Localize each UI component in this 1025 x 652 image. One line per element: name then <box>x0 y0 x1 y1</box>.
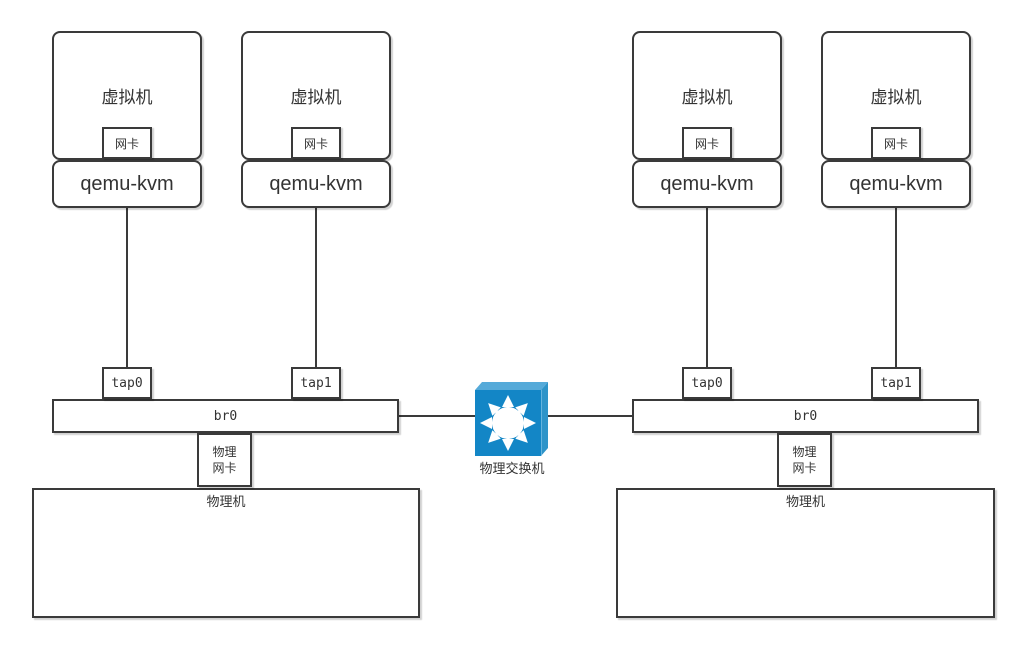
bridge-node: br0 <box>632 399 979 433</box>
hypervisor-node: qemu-kvm <box>821 160 971 208</box>
tap-label: tap0 <box>691 375 723 391</box>
vnic-node: 网卡 <box>291 127 341 159</box>
hypervisor-node: qemu-kvm <box>241 160 391 208</box>
bridge-node: br0 <box>52 399 399 433</box>
vnic-node: 网卡 <box>871 127 921 159</box>
physical-nic-label-line1: 物理 <box>792 445 817 459</box>
tap-label: tap1 <box>300 375 332 391</box>
physical-nic-label-line2: 网卡 <box>212 461 237 475</box>
tap-label: tap0 <box>111 375 143 391</box>
connector-line <box>895 208 897 367</box>
tap-node: tap1 <box>291 367 341 399</box>
bridge-label: br0 <box>213 408 238 424</box>
physical-nic-label-line1: 物理 <box>212 445 237 459</box>
hypervisor-node: qemu-kvm <box>632 160 782 208</box>
tap-node: tap0 <box>102 367 152 399</box>
physical-nic-label-line2: 网卡 <box>792 461 817 475</box>
connector-line <box>126 208 128 367</box>
vm-label: 虚拟机 <box>101 88 153 107</box>
physical-nic-node: 物理 网卡 <box>197 433 252 487</box>
physical-host-label: 物理机 <box>206 494 246 509</box>
connector-line <box>315 208 317 367</box>
hypervisor-node: qemu-kvm <box>52 160 202 208</box>
bridge-to-switch-link <box>399 415 475 417</box>
physical-host-node: 物理机 <box>616 488 995 618</box>
vnic-label: 网卡 <box>303 136 328 151</box>
connector-line <box>706 208 708 367</box>
vnic-label: 网卡 <box>694 136 719 151</box>
vnic-node: 网卡 <box>682 127 732 159</box>
tap-node: tap1 <box>871 367 921 399</box>
switch-to-bridge-link <box>548 415 632 417</box>
vm-label: 虚拟机 <box>681 88 733 107</box>
hypervisor-label: qemu-kvm <box>80 172 174 195</box>
host-group-left: 虚拟机 虚拟机 网卡 网卡 qemu-kvm qemu-kvm tap0 tap… <box>0 0 445 652</box>
vnic-label: 网卡 <box>114 136 139 151</box>
tap-node: tap0 <box>682 367 732 399</box>
vnic-node: 网卡 <box>102 127 152 159</box>
hypervisor-label: qemu-kvm <box>849 172 943 195</box>
physical-switch-node <box>472 377 552 459</box>
hypervisor-label: qemu-kvm <box>660 172 754 195</box>
tap-label: tap1 <box>880 375 912 391</box>
physical-nic-node: 物理 网卡 <box>777 433 832 487</box>
host-group-right: 虚拟机 虚拟机 网卡 网卡 qemu-kvm qemu-kvm tap0 tap… <box>580 0 1025 652</box>
physical-host-node: 物理机 <box>32 488 420 618</box>
hypervisor-label: qemu-kvm <box>269 172 363 195</box>
vnic-label: 网卡 <box>883 136 908 151</box>
bridge-label: br0 <box>793 408 818 424</box>
physical-host-label: 物理机 <box>785 494 825 509</box>
switch-icon <box>475 382 548 456</box>
physical-switch-label: 物理交换机 <box>479 461 545 476</box>
vm-label: 虚拟机 <box>870 88 922 107</box>
vm-label: 虚拟机 <box>290 88 342 107</box>
vm-node: 虚拟机 <box>821 31 971 160</box>
